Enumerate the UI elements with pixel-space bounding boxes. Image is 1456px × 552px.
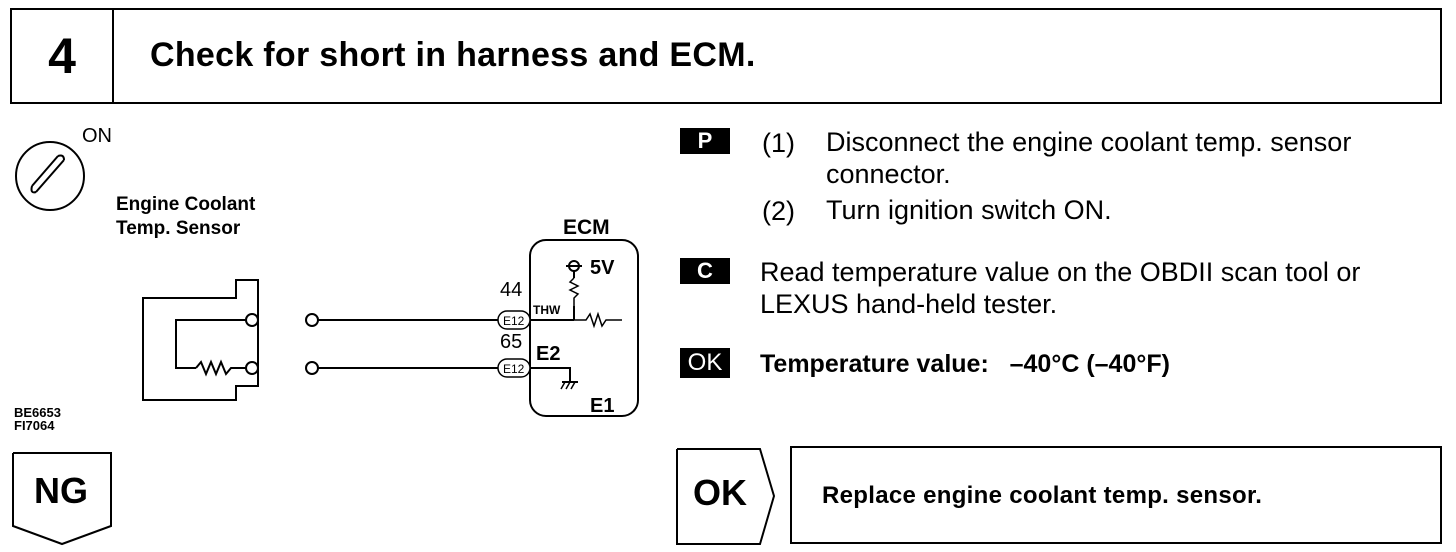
- ref-code-1: BE6653: [14, 405, 61, 420]
- harness-wires: [305, 313, 498, 375]
- wiring-diagram: ON Engine Coolant Temp. Sensor ECM 5V 44…: [15, 125, 639, 417]
- connector-e12-top-label: E12: [503, 314, 525, 328]
- ecm-label: ECM: [563, 216, 610, 239]
- pin-44-label: 44: [500, 279, 522, 301]
- ok-action-text: Replace engine coolant temp. sensor.: [822, 482, 1263, 509]
- step-number: 4: [48, 28, 76, 84]
- step1-number: (1): [762, 128, 795, 158]
- connector-e12-bottom-label: E12: [503, 362, 525, 376]
- voltage-supply-symbol: [566, 260, 582, 320]
- sensor-label-line2: Temp. Sensor: [116, 218, 241, 239]
- ng-result-tab: NG: [12, 452, 112, 546]
- ignition-on-label: ON: [82, 125, 112, 147]
- voltage-label: 5V: [590, 257, 615, 279]
- e2-label: E2: [536, 343, 560, 365]
- check-badge: C: [680, 258, 730, 284]
- ok-result-tab: OK: [676, 448, 776, 546]
- step-header: 4 Check for short in harness and ECM.: [10, 8, 1442, 104]
- ok-tab-label: OK: [693, 472, 747, 513]
- check-line2: LEXUS hand-held tester.: [760, 289, 1058, 319]
- prep-badge: P: [680, 128, 730, 154]
- sensor-body: [142, 279, 259, 401]
- ecm-pullup-resistor: [574, 311, 622, 329]
- step1-line1: Disconnect the engine coolant temp. sens…: [826, 127, 1352, 157]
- check-line1: Read temperature value on the OBDII scan…: [760, 257, 1361, 287]
- thw-label: THW: [533, 303, 561, 317]
- e1-label: E1: [590, 395, 614, 417]
- step-title: Check for short in harness and ECM.: [150, 36, 756, 74]
- step-number-cell: 4: [12, 10, 114, 102]
- ref-code-2: FI7064: [14, 418, 55, 433]
- sensor-label-line1: Engine Coolant: [116, 194, 256, 215]
- pin-65-label: 65: [500, 331, 522, 353]
- ground-symbol: [560, 381, 578, 390]
- ok-tab-shape: [676, 448, 776, 545]
- ok-action-box: Replace engine coolant temp. sensor.: [790, 446, 1442, 544]
- ecm-box: [529, 239, 639, 417]
- step1-line2: connector.: [826, 159, 951, 189]
- ignition-switch-icon: [15, 141, 85, 211]
- ng-tab-shape: [12, 452, 112, 546]
- step2-text: Turn ignition switch ON.: [826, 195, 1112, 225]
- step2-number: (2): [762, 196, 795, 226]
- ng-label: NG: [34, 470, 88, 511]
- expected-value: Temperature value: –40°C (–40°F): [760, 350, 1170, 378]
- ok-badge: OK: [680, 348, 730, 378]
